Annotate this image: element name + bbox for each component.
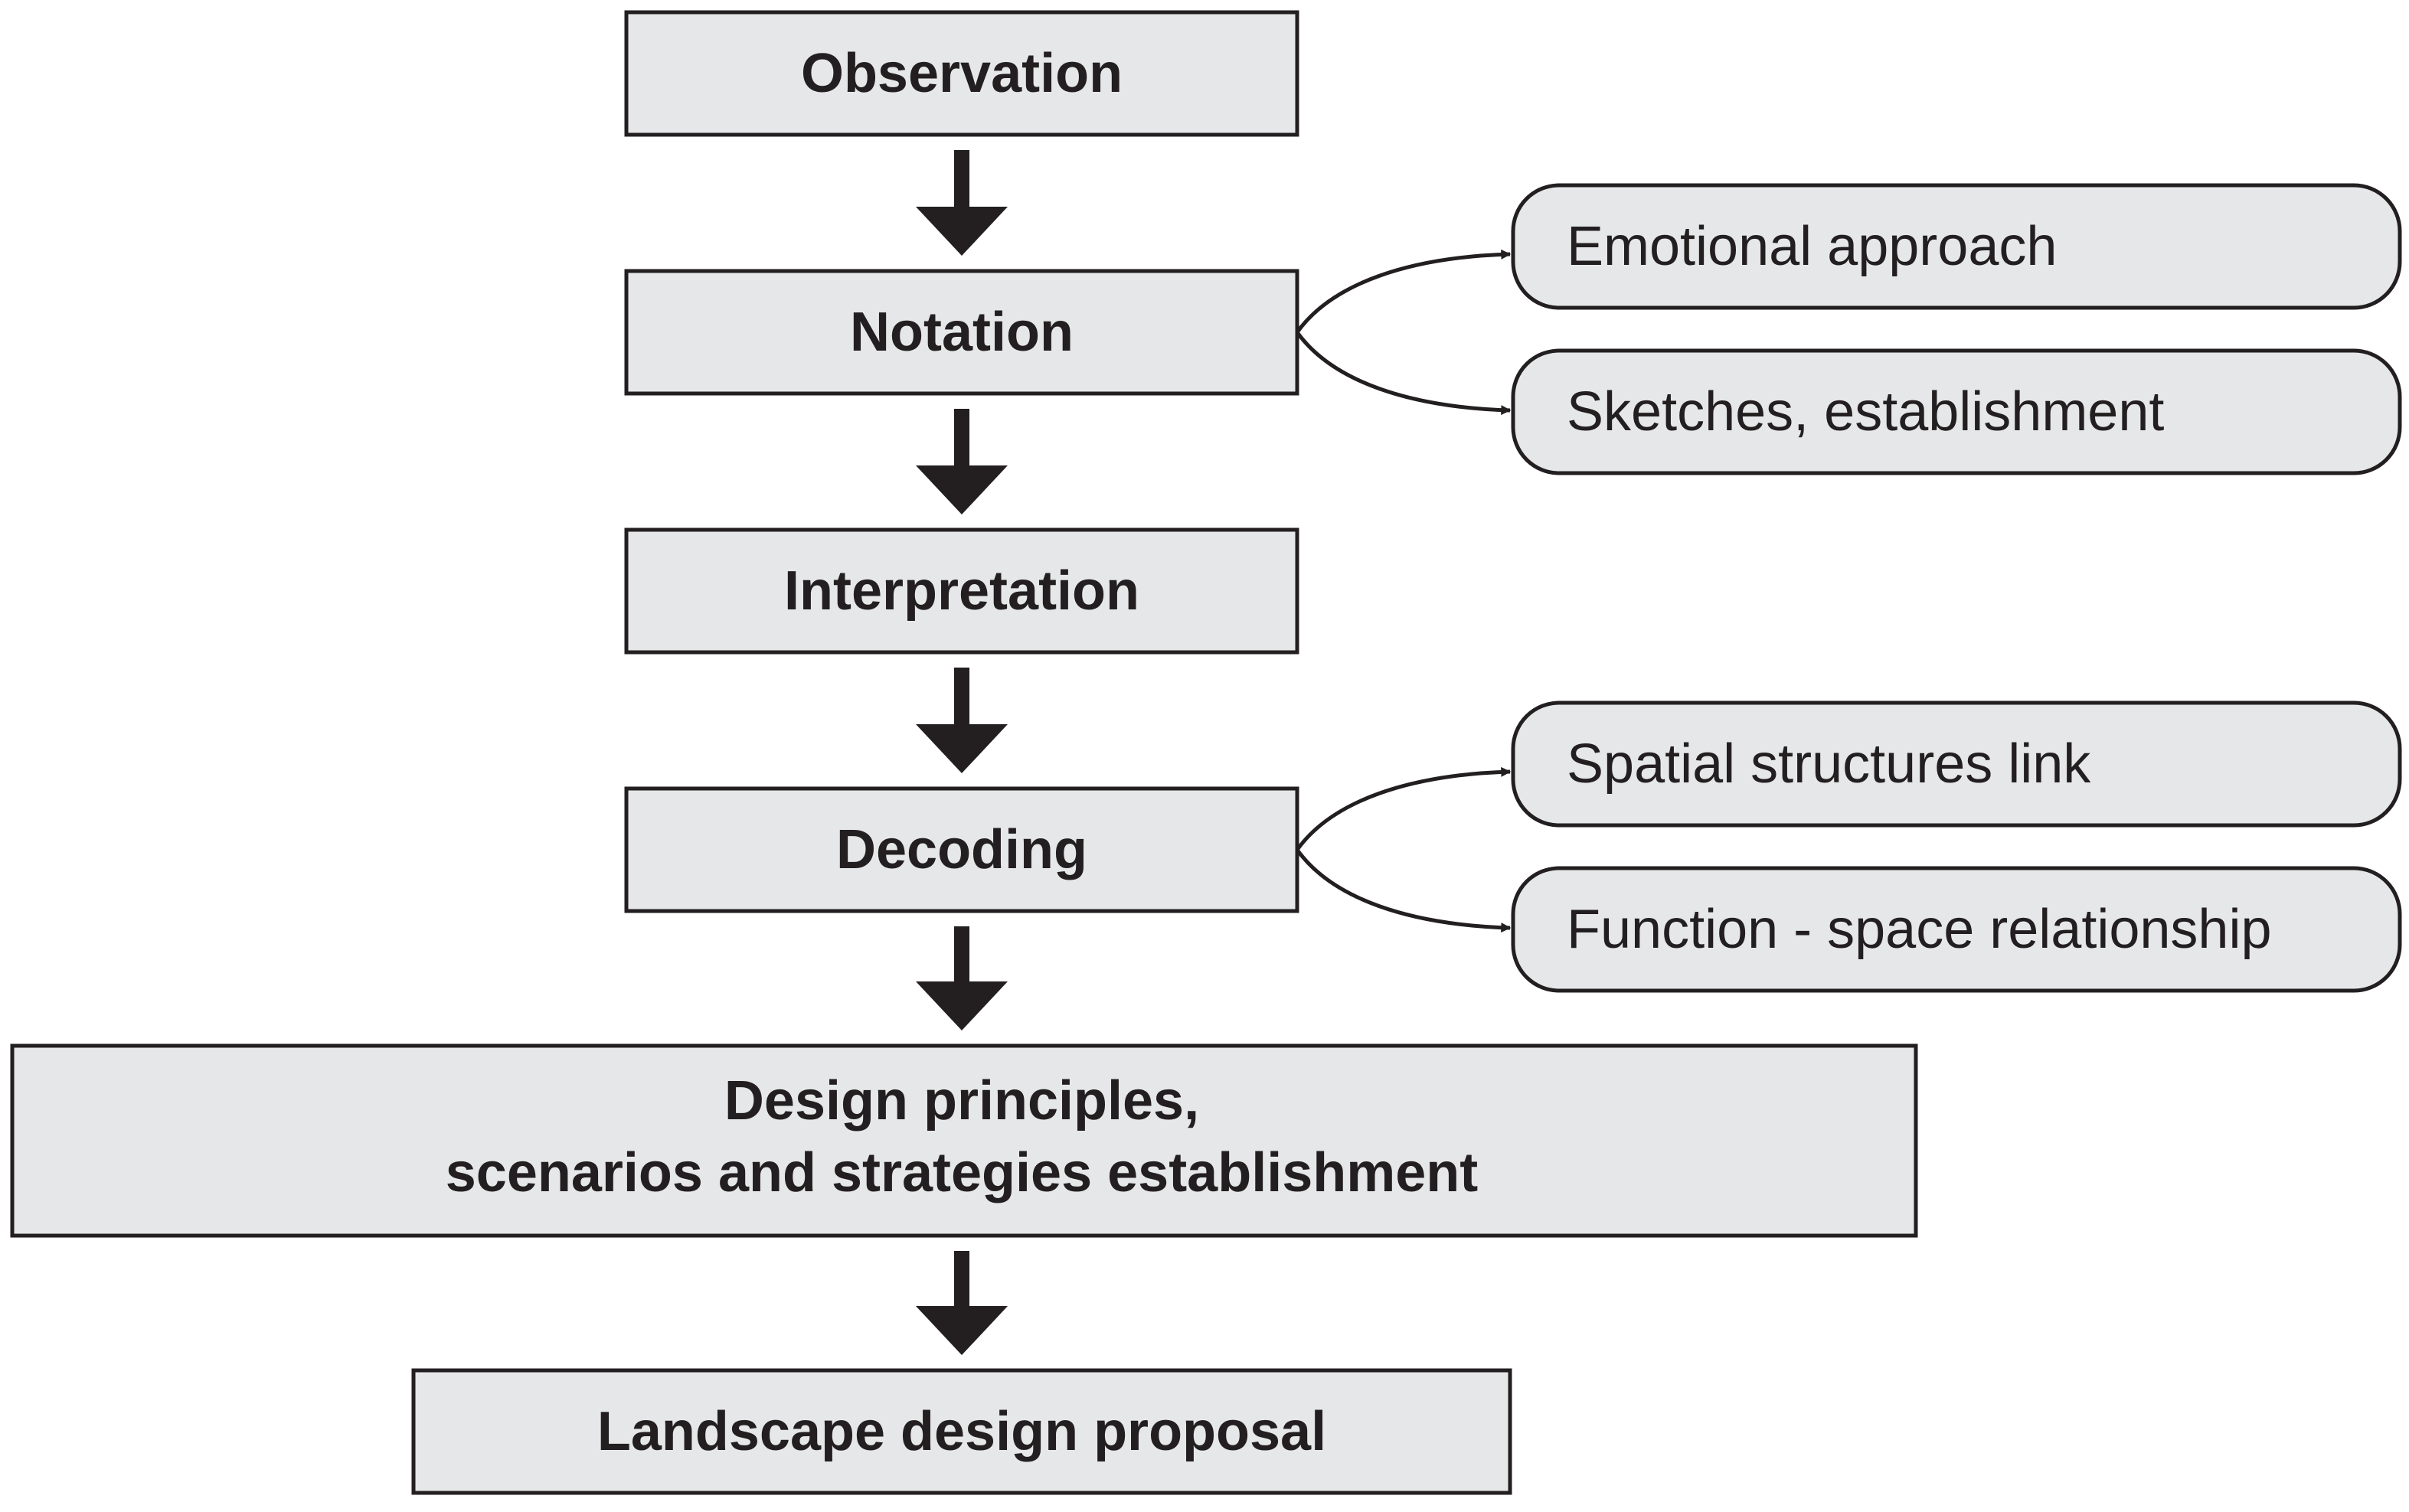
node-design-principles: Design principles, scenarios and strateg… bbox=[10, 1043, 1918, 1238]
branch-arrow-decoding-spatial bbox=[1295, 766, 1512, 851]
node-observation-label: Observation bbox=[801, 43, 1123, 104]
branch-arrow-notation-sketches bbox=[1295, 331, 1512, 416]
side-node-emotional-approach: Emotional approach bbox=[1511, 183, 2402, 310]
node-decoding-label: Decoding bbox=[836, 819, 1087, 880]
branch-arrow-notation-emotional bbox=[1295, 249, 1512, 334]
node-design-principles-line1: Design principles, bbox=[724, 1070, 1199, 1132]
node-landscape-proposal: Landscape design proposal bbox=[411, 1368, 1512, 1495]
arrow-notation-to-interpretation bbox=[916, 409, 1008, 514]
arrow-design-principles-to-proposal bbox=[916, 1251, 1008, 1355]
side-node-function-space: Function - space relationship bbox=[1511, 866, 2402, 993]
side-node-spatial-structures-label: Spatial structures link bbox=[1567, 733, 2091, 795]
node-notation-label: Notation bbox=[850, 302, 1074, 363]
arrow-decoding-to-design-principles bbox=[916, 926, 1008, 1030]
side-node-emotional-approach-label: Emotional approach bbox=[1567, 216, 2057, 277]
node-interpretation-label: Interpretation bbox=[784, 560, 1139, 622]
node-notation: Notation bbox=[624, 269, 1299, 396]
node-landscape-proposal-label: Landscape design proposal bbox=[597, 1401, 1326, 1462]
branch-arrow-decoding-function bbox=[1295, 848, 1512, 933]
node-design-principles-line2: scenarios and strategies establishment bbox=[446, 1142, 1479, 1203]
node-decoding: Decoding bbox=[624, 786, 1299, 913]
side-node-sketches-label: Sketches, establishment bbox=[1567, 381, 2164, 442]
node-interpretation: Interpretation bbox=[624, 527, 1299, 655]
side-node-function-space-label: Function - space relationship bbox=[1567, 899, 2272, 960]
side-node-spatial-structures: Spatial structures link bbox=[1511, 700, 2402, 828]
arrow-observation-to-notation bbox=[916, 150, 1008, 256]
arrow-interpretation-to-decoding bbox=[916, 668, 1008, 773]
side-node-sketches: Sketches, establishment bbox=[1511, 348, 2402, 475]
node-observation: Observation bbox=[624, 10, 1299, 137]
